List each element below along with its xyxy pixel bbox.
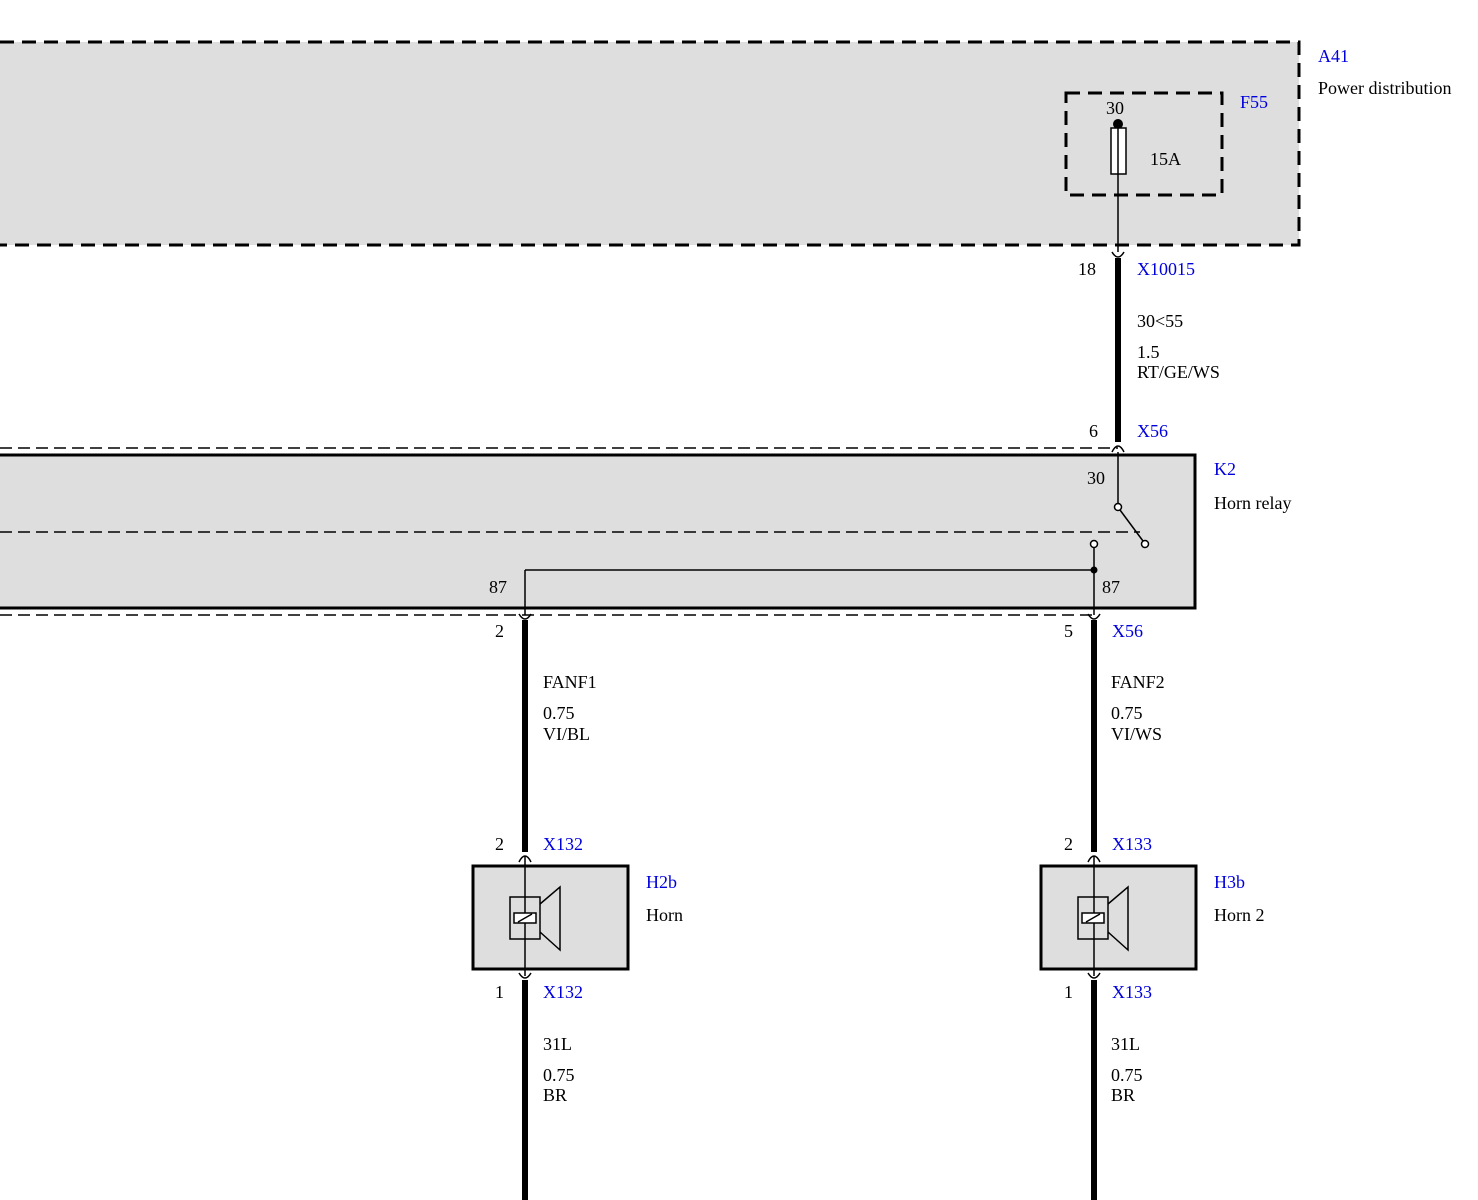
relay-pin-30: 30 <box>1087 468 1105 488</box>
component-id-k2: K2 <box>1214 459 1236 479</box>
horn-icon <box>509 885 561 952</box>
connector-id-x133-top: X133 <box>1112 834 1152 854</box>
connector-id-x56-right: X56 <box>1112 621 1143 641</box>
component-label-h2b: Horn <box>646 905 683 925</box>
wire-color-gnd1: BR <box>543 1085 567 1105</box>
horn-h2b <box>471 855 630 979</box>
wire-color-main: RT/GE/WS <box>1137 362 1220 382</box>
wire-name-gnd1: 31L <box>543 1034 572 1054</box>
horn-relay: 30 87 87 <box>0 447 1197 616</box>
wire-size-gnd2: 0.75 <box>1111 1065 1143 1085</box>
power-distribution-module <box>0 40 1301 247</box>
component-id-h3b: H3b <box>1214 872 1245 892</box>
wire-size-fanf1: 0.75 <box>543 703 575 723</box>
connector-id-x132-bottom: X132 <box>543 982 583 1002</box>
wire-name-gnd2: 31L <box>1111 1034 1140 1054</box>
connector-x56-top: 6 X56 <box>1089 421 1168 453</box>
wire-name-main: 30<55 <box>1137 311 1183 331</box>
fuse-rating: 15A <box>1150 149 1181 169</box>
wire-name-fanf1: FANF1 <box>543 672 597 692</box>
connector-pin-x133-bottom: 1 <box>1064 982 1073 1002</box>
relay-pin-87-left: 87 <box>489 577 507 597</box>
connector-pin-x56-right: 5 <box>1064 621 1073 641</box>
wire-color-fanf2: VI/WS <box>1111 724 1162 744</box>
connector-pin-x56-top: 6 <box>1089 421 1098 441</box>
wire-size-main: 1.5 <box>1137 342 1160 362</box>
connector-x56-left: 2 <box>495 613 532 641</box>
connector-id-x56-top: X56 <box>1137 421 1168 441</box>
component-label-k2: Horn relay <box>1214 493 1291 513</box>
connector-pin-x132-bottom: 1 <box>495 982 504 1002</box>
horn-h3b <box>1039 855 1198 979</box>
wire-main: 30<55 1.5 RT/GE/WS <box>1115 258 1220 442</box>
relay-junction-dot <box>1090 566 1098 574</box>
wire-gnd1: 31L 0.75 BR <box>522 980 575 1200</box>
relay-contact-87 <box>1089 539 1099 549</box>
connector-id-x10015: X10015 <box>1137 259 1195 279</box>
wire-size-gnd1: 0.75 <box>543 1065 575 1085</box>
fuse-f55: 30 15A <box>1064 91 1224 252</box>
component-id-h2b: H2b <box>646 872 677 892</box>
relay-pin-87-right: 87 <box>1102 577 1120 597</box>
connector-id-x133-bottom: X133 <box>1112 982 1152 1002</box>
connector-pin-x132-top: 2 <box>495 834 504 854</box>
wire-color-gnd2: BR <box>1111 1085 1135 1105</box>
wire-fanf2: FANF2 0.75 VI/WS <box>1091 620 1165 852</box>
connector-id-x132-top: X132 <box>543 834 583 854</box>
connector-x56-right: 5 X56 <box>1064 613 1143 641</box>
connector-x10015: 18 X10015 <box>1078 251 1195 279</box>
component-id-a41: A41 <box>1318 46 1349 66</box>
relay-switch-arm <box>1119 509 1144 542</box>
fuse-pin-label: 30 <box>1106 98 1124 118</box>
wire-fanf1: FANF1 0.75 VI/BL <box>522 620 597 852</box>
horn-icon <box>1077 885 1129 952</box>
relay-contact-common <box>1113 502 1123 512</box>
wire-gnd2: 31L 0.75 BR <box>1091 980 1143 1200</box>
component-label-h3b: Horn 2 <box>1214 905 1265 925</box>
component-label-a41: Power distribution <box>1318 78 1452 98</box>
connector-pin-x56-left: 2 <box>495 621 504 641</box>
component-id-f55: F55 <box>1240 92 1268 112</box>
wire-color-fanf1: VI/BL <box>543 724 590 744</box>
wire-name-fanf2: FANF2 <box>1111 672 1165 692</box>
relay-contact-arm-end <box>1140 539 1150 549</box>
connector-pin-x133-top: 2 <box>1064 834 1073 854</box>
connector-pin-x10015: 18 <box>1078 259 1096 279</box>
wire-size-fanf2: 0.75 <box>1111 703 1143 723</box>
